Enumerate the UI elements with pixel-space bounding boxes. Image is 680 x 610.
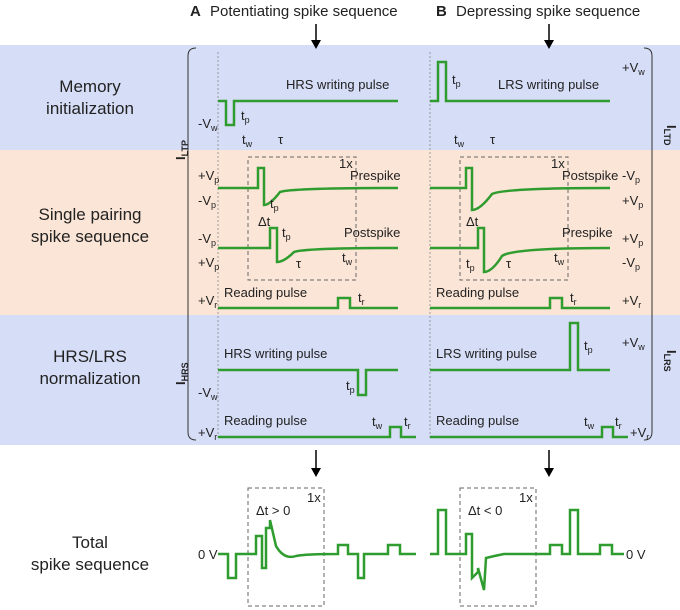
waveform-b-prespike [430,226,611,274]
label-b-tw-2: tw [554,250,565,267]
label-b-tau-1: τ [490,132,496,147]
waveform-b-postspike [430,166,611,212]
current-label-hrs: IHRS [173,362,190,385]
label-a-tr-1: tr [358,290,365,307]
label-a-prespike: Prespike [350,168,401,183]
label-b-vr-pos-2: +Vr [630,425,649,442]
dashed-box-a [247,156,357,281]
waveform-a-reading-2 [218,425,416,439]
label-b-prespike: Prespike [562,225,613,240]
waveform-total-a [218,519,416,580]
label-a-tau-2: τ [296,256,302,271]
row-bg-single-pairing [0,150,680,315]
label-a-vp-neg-2: -Vp [198,231,216,248]
label-a-reading-2: Reading pulse [224,413,307,428]
header-title-b: Depressing spike sequence [456,3,640,20]
label-total-a-zero-v: 0 V [198,547,218,562]
waveform-b-memory-init [430,60,610,103]
label-b-vp-neg-2: -Vp [622,255,640,272]
label-a-tp-2: tp [270,196,279,213]
label-b-tr-2: tr [615,414,622,431]
current-label-lrs: ILRS [662,350,679,372]
label-b-tr-1: tr [570,290,577,307]
label-b-tp-3: tp [584,338,593,355]
label-b-vw-pos: +Vw [622,60,645,77]
label-a-vw-neg: -Vw [198,116,218,133]
label-b-reading: Reading pulse [436,285,519,300]
right-bracket [643,47,653,441]
label-a-reading: Reading pulse [224,285,307,300]
down-arrow-b [544,24,554,49]
header-title-a: Potentiating spike sequence [210,3,398,20]
waveform-b-reading [430,296,610,310]
waveform-b-reading-2 [430,425,628,439]
waveform-a-reading [218,296,398,310]
current-label-ltd: ILTD [662,125,679,146]
label-b-reading-2: Reading pulse [436,413,519,428]
header-letter-b: B [436,3,447,20]
label-a-postspike: Postspike [344,225,400,240]
label-a-vr-pos-1: +Vr [198,293,217,310]
label-b-tp-1: tp [452,72,461,89]
label-a-tau-1: τ [278,132,284,147]
label-b-vp-pos-2: +Vp [622,231,643,248]
waveform-b-lrs-normalization [430,321,610,372]
label-b-vw-pos-2: +Vw [622,335,645,352]
down-arrow-b-2 [544,450,554,477]
label-total-b-zero-v: 0 V [626,547,646,562]
label-a-tp-1: tp [241,108,250,125]
waveform-a-hrs-normalization [218,368,398,397]
label-b-1x: 1x [551,156,565,171]
label-a-hrs-writing-2: HRS writing pulse [224,346,327,361]
label-b-lrs-writing-2: LRS writing pulse [436,346,537,361]
label-b-tp-2: tp [466,256,475,273]
row-bg-memory-init [0,45,680,150]
total-dashed-box-a [247,487,325,607]
label-a-vp-pos-2: +Vp [198,255,219,272]
label-total-a-dt: Δt > 0 [256,503,290,518]
label-a-tp-3: tp [282,225,291,242]
waveform-a-prespike [218,166,399,207]
label-a-vw-neg-2: -Vw [198,385,218,402]
total-dashed-box-b [459,487,537,607]
label-a-tr-2: tr [404,414,411,431]
down-arrow-a [311,24,321,49]
label-b-postspike: Postspike [562,168,618,183]
label-a-tp-4: tp [346,378,355,395]
label-a-vp-neg-1: -Vp [198,193,216,210]
label-b-lrs-writing: LRS writing pulse [498,77,599,92]
waveform-total-b [430,508,624,591]
down-arrow-a-2 [311,450,321,477]
label-a-tw-2: tw [342,250,353,267]
label-a-hrs-writing: HRS writing pulse [286,77,389,92]
label-b-tau-2: τ [506,256,512,271]
label-a-dt: Δt [258,214,271,229]
label-a-tw-3: tw [372,414,383,431]
label-total-b-1x: 1x [519,490,533,505]
label-a-vp-pos-1: +Vp [198,168,219,185]
current-label-ltp: ILTP [173,140,190,160]
label-b-vp-neg-1: -Vp [622,168,640,185]
label-a-1x: 1x [339,156,353,171]
label-b-tw-3: tw [584,414,595,431]
label-total-a-1x: 1x [307,490,321,505]
dashed-box-b [459,156,569,281]
label-b-vr-pos-1: +Vr [622,293,641,310]
waveform-a-memory-init [218,99,398,127]
label-total-b-dt: Δt < 0 [468,503,502,518]
label-a-vr-pos-2: +Vr [198,425,217,442]
label-b-vp-pos-1: +Vp [622,193,643,210]
row-bg-normalization [0,315,680,445]
waveform-a-postspike [218,226,399,264]
left-bracket [187,47,197,441]
label-a-tw-1: tw [242,132,253,149]
label-b-dt: Δt [466,214,479,229]
header-letter-a: A [190,3,201,20]
label-b-tw-1: tw [454,132,465,149]
